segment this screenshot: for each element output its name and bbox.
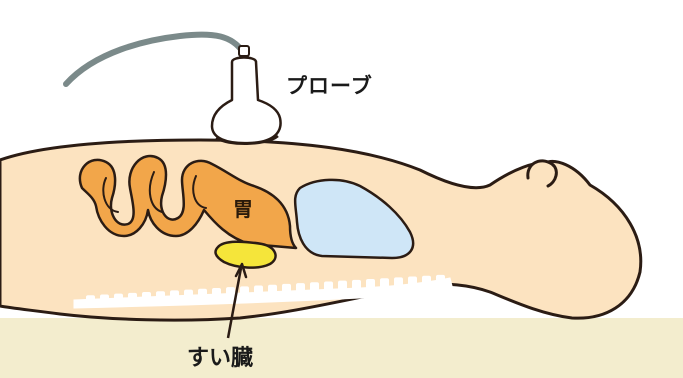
vertebra <box>128 293 137 305</box>
vertebra <box>394 277 403 289</box>
vertebra <box>268 285 277 297</box>
vertebra <box>422 276 431 288</box>
vertebra <box>212 288 221 300</box>
ultrasound-probe <box>212 46 281 144</box>
probe-handle <box>212 58 281 144</box>
vertebra <box>324 281 333 293</box>
vertebra <box>184 290 193 302</box>
vertebra <box>352 280 361 292</box>
probe-cable <box>66 35 243 84</box>
vertebra <box>100 294 109 306</box>
vertebra <box>86 295 95 307</box>
vertebra <box>380 278 389 290</box>
vertebra <box>254 286 263 298</box>
vertebra <box>114 294 123 306</box>
vertebra <box>142 292 151 304</box>
vertebra <box>338 281 347 293</box>
vertebra <box>282 284 291 296</box>
vertebra <box>310 282 319 294</box>
bed <box>0 318 683 378</box>
vertebra <box>366 279 375 291</box>
vertebra <box>226 287 235 299</box>
vertebra <box>408 277 417 289</box>
stomach-label: 胃 <box>233 193 253 222</box>
vertebra <box>170 290 179 302</box>
probe-connector <box>239 46 249 56</box>
pancreas-label: すい臓 <box>187 340 253 372</box>
vertebra <box>198 289 207 301</box>
vertebra <box>240 286 249 298</box>
probe-label: プローブ <box>286 70 373 100</box>
vertebra <box>436 275 445 287</box>
vertebra <box>156 291 165 303</box>
vertebra <box>296 283 305 295</box>
